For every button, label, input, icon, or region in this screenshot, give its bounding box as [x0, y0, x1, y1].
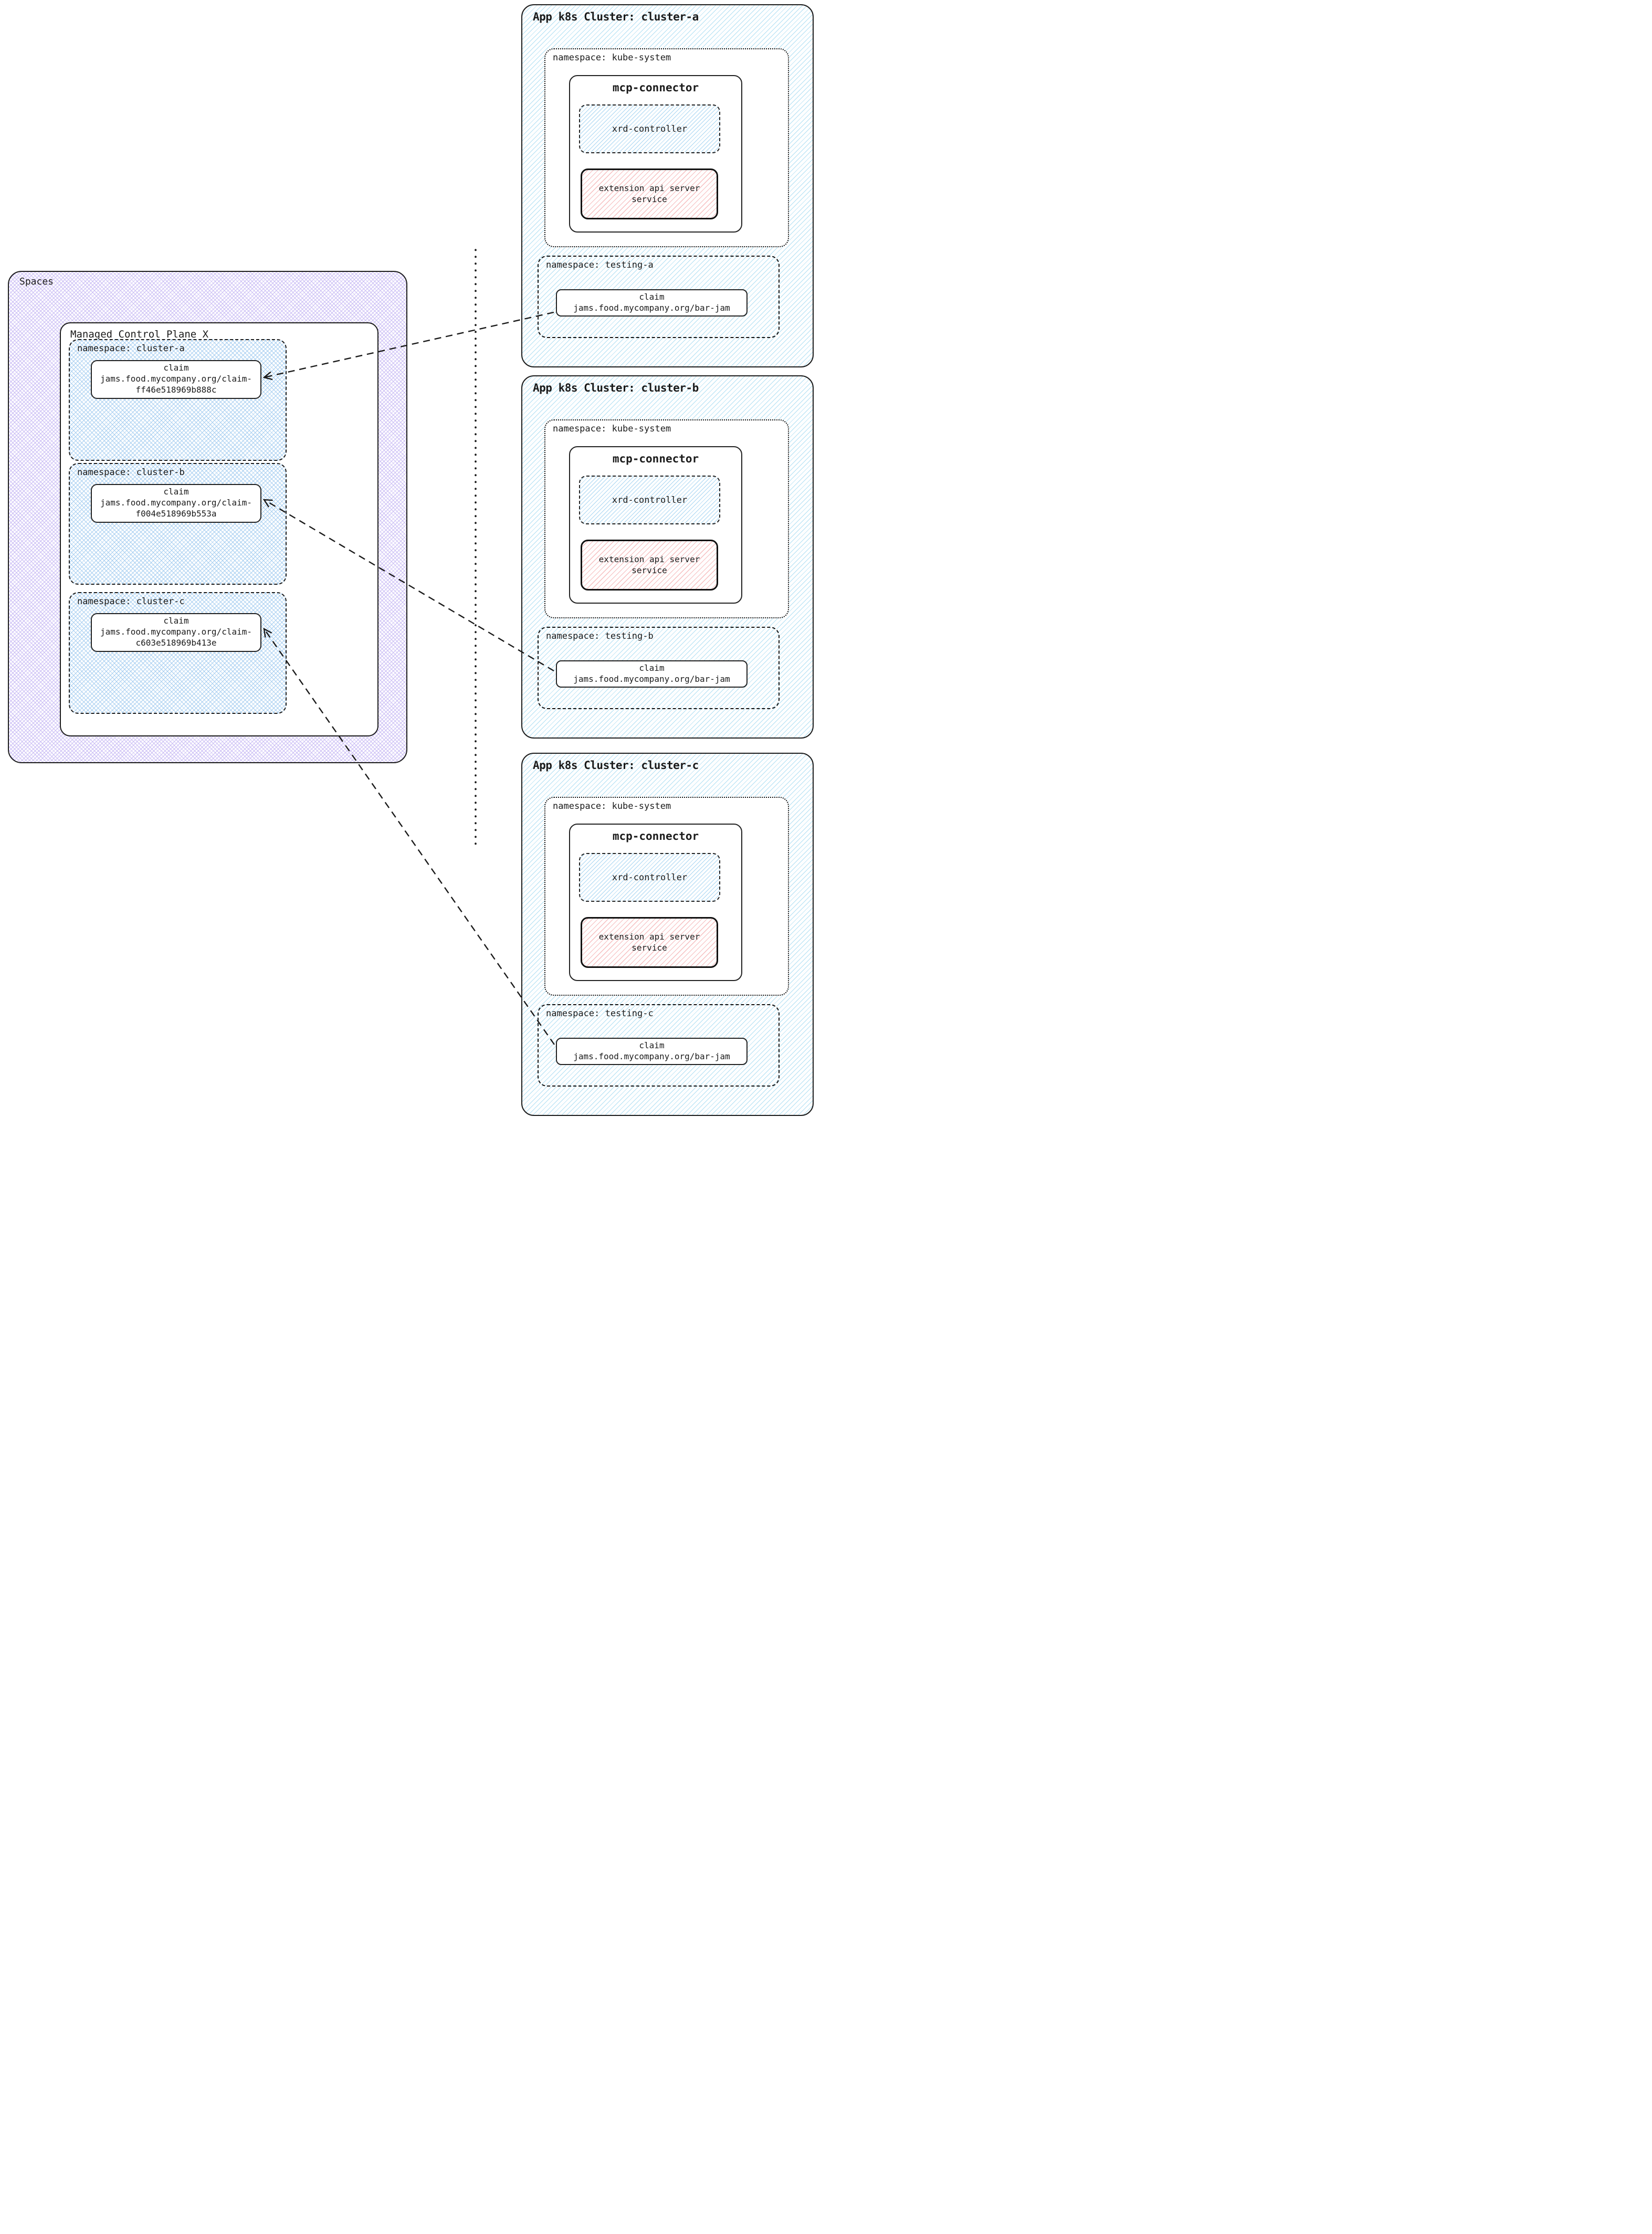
claim-title: claim: [163, 487, 189, 497]
namespace-cluster-a-box: namespace: cluster-a claim jams.food.myc…: [69, 339, 287, 461]
cluster-a-extension-api-server-box: extension api server service: [581, 168, 718, 219]
testing-a-label: namespace: testing-a: [546, 260, 654, 270]
mcp-connector-label: mcp-connector: [612, 81, 699, 94]
cluster-c-xrd-controller-box: xrd-controller: [579, 853, 720, 902]
claim-title: claim: [639, 1040, 665, 1050]
spaces-container: Spaces Managed Control Plane X namespace…: [8, 271, 407, 763]
managed-control-plane-label: Managed Control Plane X: [70, 329, 209, 340]
cluster-c-namespace-kube-system-box: namespace: kube-system mcp-connector xrd…: [544, 797, 789, 996]
claim-box-cluster-a: claim jams.food.mycompany.org/claim-ff46…: [91, 360, 261, 399]
claim-id: jams.food.mycompany.org/bar-jam: [573, 302, 730, 313]
claim-id: jams.food.mycompany.org/bar-jam: [573, 1051, 730, 1061]
cluster-a-title: App k8s Cluster: cluster-a: [533, 10, 699, 23]
cluster-a-claim-box: claim jams.food.mycompany.org/bar-jam: [556, 289, 748, 317]
namespace-cluster-b-box: namespace: cluster-b claim jams.food.myc…: [69, 463, 287, 585]
cluster-b-mcp-connector-box: mcp-connector xrd-controller extension a…: [569, 446, 742, 604]
claim-id: jams.food.mycompany.org/claim-ff46e51896…: [100, 374, 252, 395]
cluster-b-title: App k8s Cluster: cluster-b: [533, 382, 699, 394]
cluster-a-mcp-connector-box: mcp-connector xrd-controller extension a…: [569, 75, 742, 233]
cluster-b-claim-box: claim jams.food.mycompany.org/bar-jam: [556, 660, 748, 688]
claim-box-cluster-b: claim jams.food.mycompany.org/claim-f004…: [91, 484, 261, 523]
kube-system-label: namespace: kube-system: [553, 424, 671, 434]
claim-title: claim: [163, 616, 189, 626]
cluster-b-namespace-kube-system-box: namespace: kube-system mcp-connector xrd…: [544, 419, 789, 618]
cluster-a-namespace-kube-system-box: namespace: kube-system mcp-connector xrd…: [544, 48, 789, 247]
cluster-c-mcp-connector-box: mcp-connector xrd-controller extension a…: [569, 824, 742, 981]
cluster-a-namespace-testing-box: namespace: testing-a claim jams.food.myc…: [538, 256, 780, 338]
kube-system-label: namespace: kube-system: [553, 801, 671, 812]
cluster-c-extension-api-server-box: extension api server service: [581, 917, 718, 968]
cluster-b-namespace-testing-box: namespace: testing-b claim jams.food.myc…: [538, 627, 780, 709]
app-k8s-cluster-b-box: App k8s Cluster: cluster-b namespace: ku…: [521, 375, 814, 739]
claim-title: claim: [639, 663, 665, 673]
namespace-cluster-c-label: namespace: cluster-c: [77, 596, 185, 607]
cluster-a-xrd-controller-box: xrd-controller: [579, 104, 720, 153]
mcp-connector-label: mcp-connector: [612, 830, 699, 842]
claim-title: claim: [639, 292, 665, 302]
namespace-cluster-b-label: namespace: cluster-b: [77, 467, 185, 478]
testing-b-label: namespace: testing-b: [546, 631, 654, 641]
cluster-c-claim-box: claim jams.food.mycompany.org/bar-jam: [556, 1038, 748, 1065]
kube-system-label: namespace: kube-system: [553, 52, 671, 63]
cluster-b-xrd-controller-box: xrd-controller: [579, 476, 720, 524]
namespace-cluster-a-label: namespace: cluster-a: [77, 343, 185, 354]
app-k8s-cluster-a-box: App k8s Cluster: cluster-a namespace: ku…: [521, 4, 814, 367]
spaces-label: Spaces: [19, 276, 54, 287]
app-k8s-cluster-c-box: App k8s Cluster: cluster-c namespace: ku…: [521, 753, 814, 1116]
claim-id: jams.food.mycompany.org/bar-jam: [573, 673, 730, 684]
mcp-connector-label: mcp-connector: [612, 452, 699, 465]
namespace-cluster-c-box: namespace: cluster-c claim jams.food.myc…: [69, 592, 287, 714]
claim-title: claim: [163, 363, 189, 373]
testing-c-label: namespace: testing-c: [546, 1008, 654, 1019]
managed-control-plane-box: Managed Control Plane X namespace: clust…: [60, 322, 378, 736]
claim-id: jams.food.mycompany.org/claim-f004e51896…: [100, 498, 252, 519]
cluster-b-extension-api-server-box: extension api server service: [581, 540, 718, 591]
cluster-c-namespace-testing-box: namespace: testing-c claim jams.food.myc…: [538, 1004, 780, 1087]
diagram-canvas: Spaces Managed Control Plane X namespace…: [0, 0, 826, 1117]
claim-id: jams.food.mycompany.org/claim-c603e51896…: [100, 627, 252, 648]
claim-box-cluster-c: claim jams.food.mycompany.org/claim-c603…: [91, 613, 261, 652]
cluster-c-title: App k8s Cluster: cluster-c: [533, 759, 699, 772]
